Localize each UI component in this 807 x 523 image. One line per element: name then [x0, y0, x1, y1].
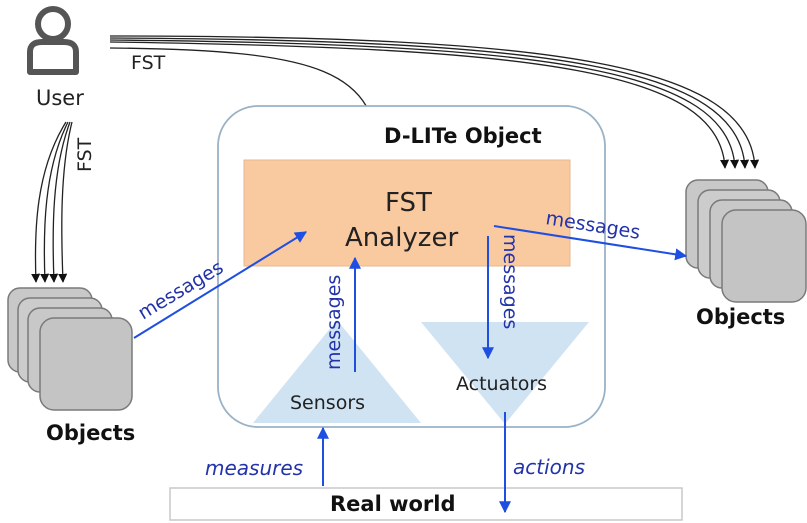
messages-actuators-label: messages	[499, 234, 521, 329]
fst-top-label: FST	[131, 52, 166, 74]
real-world-label: Real world	[330, 492, 456, 516]
sensors-label: Sensors	[290, 392, 365, 414]
messages-sensors-label: messages	[323, 275, 345, 370]
analyzer-line2: Analyzer	[345, 223, 458, 253]
sensors-triangle	[253, 320, 421, 423]
objects-right-stack	[685, 179, 807, 303]
fst-left-label: FST	[74, 137, 96, 172]
analyzer-line1: FST	[385, 188, 432, 218]
arrow-left-messages	[133, 231, 308, 339]
objects-right-label: Objects	[696, 305, 785, 329]
actuators-label: Actuators	[456, 373, 547, 395]
actuators-triangle	[421, 322, 589, 424]
arrow-right-messages	[493, 225, 688, 261]
real-world-box	[169, 487, 683, 521]
user-icon	[27, 6, 79, 75]
fst-arrows-left	[31, 121, 73, 283]
dlite-object-title: D-LITe Object	[384, 124, 542, 148]
blue-arrows	[133, 225, 688, 514]
actions-label: actions	[513, 455, 585, 479]
objects-left-stack	[7, 287, 133, 411]
user-label: User	[36, 86, 84, 110]
fst-analyzer-box	[243, 159, 571, 267]
objects-left-label: Objects	[46, 421, 135, 445]
messages-left-label: messages	[134, 256, 227, 324]
measures-label: measures	[205, 456, 303, 480]
